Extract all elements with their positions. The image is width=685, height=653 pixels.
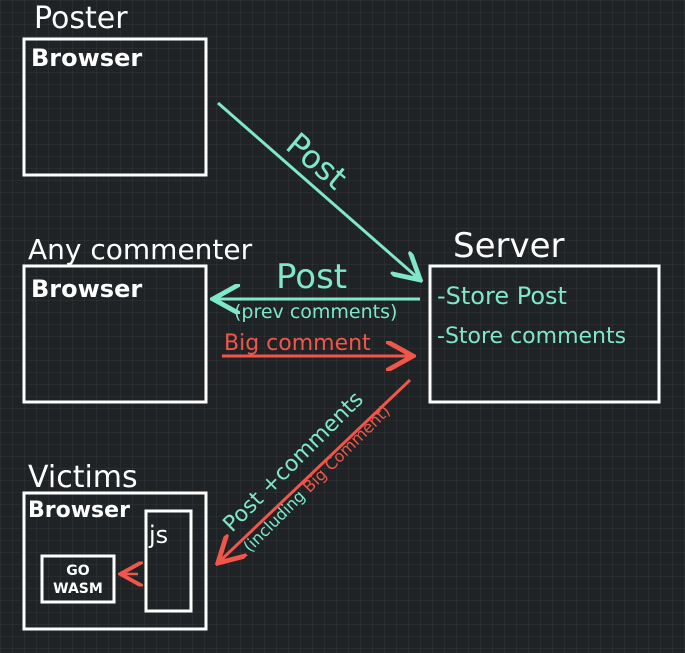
poster-browser-box [22, 37, 208, 177]
commenter-browser-label: Browser [31, 275, 142, 303]
commenter-title: Any commenter [28, 233, 253, 266]
server-title: Server [453, 226, 565, 266]
server-item-store-post: -Store Post [437, 282, 567, 310]
commenter-browser-box [22, 264, 208, 404]
edge-poster-to-server-line [217, 101, 418, 278]
edge-commenter-to-server: Big comment [222, 331, 410, 356]
poster-title: Poster [34, 1, 128, 36]
server-node: Server -Store Post -Store comments [428, 226, 661, 404]
go-wasm-label-line2: WASM [53, 581, 103, 597]
commenter-node: Any commenter Browser [22, 233, 253, 404]
edge-server-to-commenter-label: Post [276, 257, 347, 297]
go-wasm-label-line1: GO [66, 563, 89, 579]
victims-browser-box [22, 491, 208, 631]
edge-server-to-victims: Post +comments (including Big Comment) [219, 378, 412, 561]
server-box [428, 264, 661, 404]
js-box [144, 509, 193, 613]
victims-node: Victims Browser js GO WASM [22, 460, 208, 631]
js-label: js [148, 521, 168, 549]
edge-server-to-commenter: Post (prev comments) [216, 257, 420, 323]
go-wasm-box [40, 554, 116, 604]
edge-server-to-victims-line [220, 378, 412, 561]
server-item-store-comments: -Store comments [437, 324, 626, 349]
edge-commenter-to-server-label: Big comment [224, 331, 371, 356]
poster-browser-label: Browser [31, 44, 142, 72]
edge-poster-to-server-label: Post [279, 125, 355, 197]
edge-server-to-commenter-sublabel: (prev comments) [234, 301, 397, 323]
poster-node: Poster Browser [22, 1, 208, 177]
victims-browser-label: Browser [28, 498, 130, 523]
victims-title: Victims [28, 460, 138, 495]
